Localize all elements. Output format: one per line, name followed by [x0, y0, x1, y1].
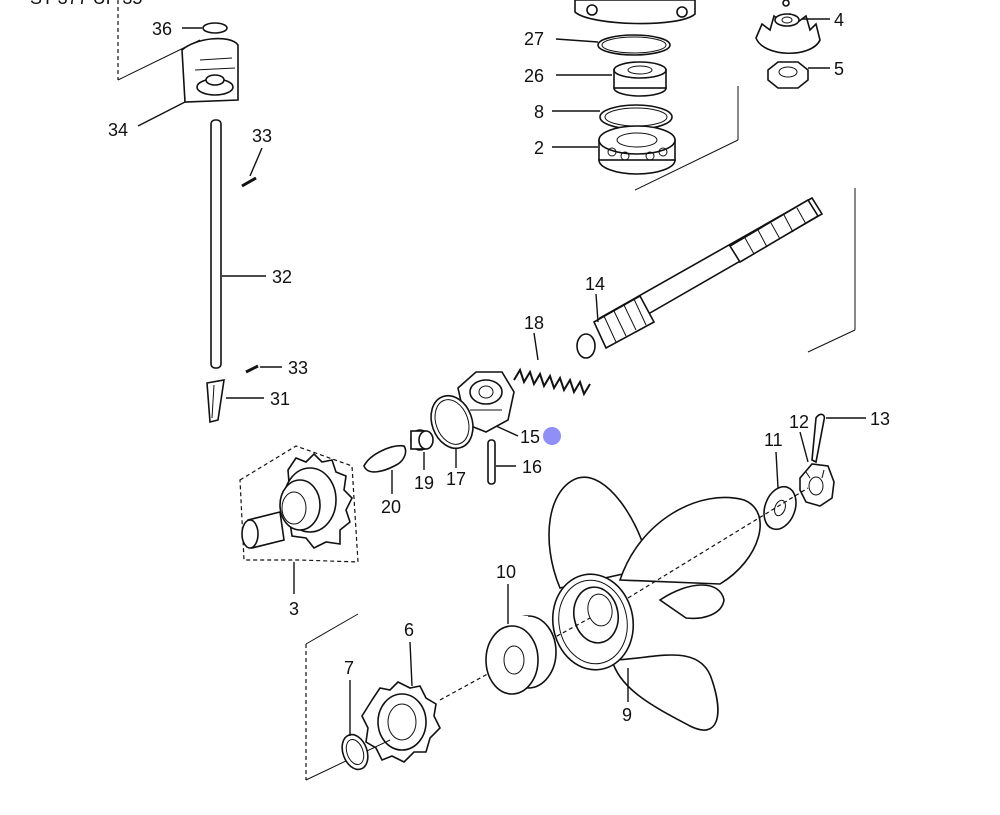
label-15: 15	[520, 427, 540, 447]
label-19: 19	[414, 473, 434, 493]
part-16-cross-pin	[487, 439, 496, 485]
part-32-shift-rod	[210, 119, 222, 369]
part-12-castle-nut	[799, 463, 835, 507]
part-2-ball-bearing	[598, 125, 676, 175]
label-6: 6	[404, 620, 414, 640]
cursor-indicator	[543, 427, 561, 445]
part-4-pinion-gear	[755, 0, 821, 55]
label-32: 32	[272, 267, 292, 287]
label-16: 16	[522, 457, 542, 477]
label-2: 2	[534, 138, 544, 158]
part-27-o-ring	[597, 34, 671, 56]
part-20-slider	[363, 444, 407, 473]
label-10: 10	[496, 562, 516, 582]
part-9-propeller	[548, 476, 761, 731]
part-33-pin-lower	[245, 364, 259, 374]
label-14: 14	[585, 274, 605, 294]
part-34-housing-fragment	[117, 0, 239, 103]
part-14-propeller-shaft	[576, 196, 824, 359]
label-20: 20	[381, 497, 401, 517]
part-10-thrust-spacer	[485, 615, 557, 695]
label-12: 12	[789, 412, 809, 432]
part-11-washer	[763, 485, 797, 531]
part-26-bearing	[613, 61, 667, 97]
part-17-ring	[430, 394, 474, 450]
part-5-nut	[767, 61, 809, 89]
label-27: 27	[524, 29, 544, 49]
label-33-lower: 33	[288, 358, 308, 378]
label-18: 18	[524, 313, 544, 333]
part-36-o-ring	[182, 22, 228, 34]
part-3-forward-gear	[239, 445, 359, 563]
label-31: 31	[270, 389, 290, 409]
label-33-upper: 33	[252, 126, 272, 146]
label-13: 13	[870, 409, 890, 429]
label-17: 17	[446, 469, 466, 489]
label-7: 7	[344, 658, 354, 678]
label-5: 5	[834, 59, 844, 79]
part-33-pin-upper	[241, 176, 257, 188]
label-8: 8	[534, 102, 544, 122]
part-18-spring	[513, 367, 591, 397]
label-34: 34	[108, 120, 128, 140]
label-26: 26	[524, 66, 544, 86]
label-9: 9	[622, 705, 632, 725]
top-cut-text: ST 377 UP 35	[30, 0, 142, 8]
label-3: 3	[289, 599, 299, 619]
part-19-plunger	[410, 429, 434, 451]
part-6-reverse-gear	[361, 681, 441, 763]
part-8-shim	[599, 104, 673, 130]
part-13-cotter-pin	[811, 413, 826, 464]
label-4: 4	[834, 10, 844, 30]
label-36: 36	[152, 19, 172, 39]
part-31-shift-cam	[206, 379, 225, 424]
label-11: 11	[764, 430, 783, 450]
bracket-top-center	[634, 86, 739, 191]
bracket-right-shaft	[807, 188, 856, 353]
part-housing-top	[574, 0, 696, 25]
part-7-thrust-washer	[341, 733, 369, 771]
